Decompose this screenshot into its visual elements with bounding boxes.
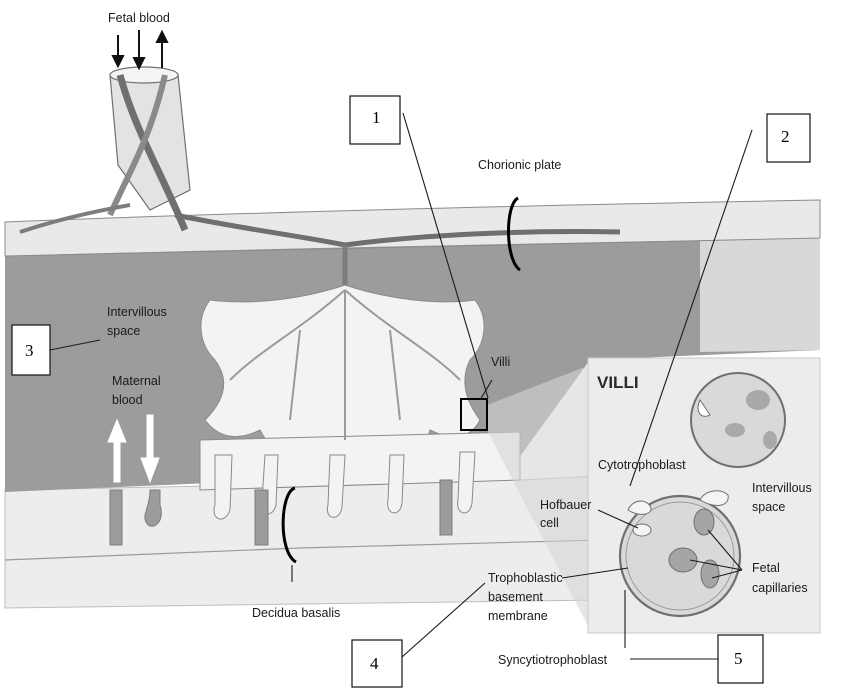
inset-title-villi: VILLI [597, 373, 639, 392]
label-intervillous-2: space [107, 324, 140, 338]
label-syncytiotrophoblast: Syncytiotrophoblast [498, 653, 608, 667]
label-villi: Villi [491, 355, 510, 369]
right-placenta-faded [700, 228, 820, 352]
callout-number-3: 3 [25, 341, 34, 360]
label-fetal-capillaries-1: Fetal [752, 561, 780, 575]
label-maternal-blood-1: Maternal [112, 374, 161, 388]
label-fetal-blood: Fetal blood [108, 11, 170, 25]
label-hofbauer-2: cell [540, 516, 559, 530]
callout-box-3: 3 [12, 325, 50, 375]
label-intervillous-inset-1: Intervillous [752, 481, 812, 495]
label-fetal-capillaries-2: capillaries [752, 581, 808, 595]
label-cytotrophoblast: Cytotrophoblast [598, 458, 686, 472]
label-hofbauer-1: Hofbauer [540, 498, 591, 512]
label-intervillous-1: Intervillous [107, 305, 167, 319]
callout-number-2: 2 [781, 127, 790, 146]
callout-number-4: 4 [370, 654, 379, 673]
hofbauer-cell [633, 524, 651, 536]
callout-box-4: 4 [352, 640, 402, 687]
callout-box-2: 2 [767, 114, 810, 162]
callout-box-5: 5 [718, 635, 763, 683]
callout-number-5: 5 [734, 649, 743, 668]
label-chorionic-plate: Chorionic plate [478, 158, 561, 172]
label-trophoblastic-3: membrane [488, 609, 548, 623]
label-decidua-basalis: Decidua basalis [252, 606, 340, 620]
villus-cross-section-upper [691, 373, 785, 467]
label-intervillous-inset-2: space [752, 500, 785, 514]
label-trophoblastic-1: Trophoblastic [488, 571, 563, 585]
callout-number-1: 1 [372, 108, 381, 127]
fetal-capillary [694, 509, 714, 535]
fetal-blood-arrows [113, 30, 167, 68]
label-maternal-blood-2: blood [112, 393, 143, 407]
callout-box-1: 1 [350, 96, 400, 144]
label-trophoblastic-2: basement [488, 590, 543, 604]
